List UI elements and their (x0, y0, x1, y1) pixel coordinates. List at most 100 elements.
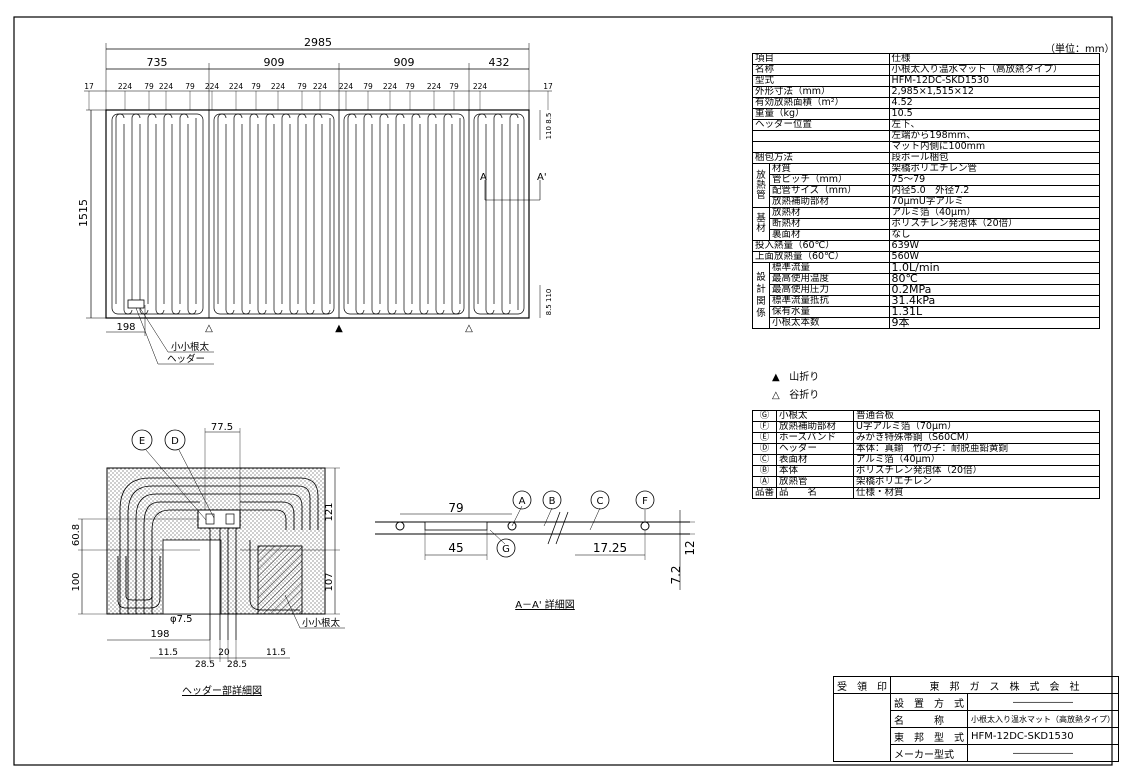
section-label-circle (542, 490, 562, 510)
spec-value: 左下、 (888, 119, 1101, 131)
receipt-cell: 受 領 印 (833, 676, 891, 694)
spec-label: 保有水量 (769, 306, 890, 318)
valley-fold-mark-1: △ (205, 323, 213, 334)
label-d: D (171, 436, 179, 447)
dim-right-top: 110 8.5 (545, 113, 553, 140)
section-label: G (502, 544, 510, 555)
spec-label (752, 130, 890, 142)
spec-label: 標準流量 (769, 262, 890, 274)
dim-28-5-a: 28.5 (195, 660, 215, 670)
pitch-label: 224 (473, 82, 488, 91)
callout-header: ヘッダー (167, 353, 205, 365)
pitch-label: 224 (205, 82, 220, 91)
pitch-label: 224 (118, 82, 133, 91)
spec-label: 放熱材 (769, 207, 890, 219)
part-spec: ポリスチレン発泡体（20倍） (853, 465, 1100, 477)
valley-fold-mark-2: △ (465, 323, 473, 334)
header-detail: E D 77.5 60.8 100 121 107 φ7.5 198 (71, 422, 345, 697)
section-mark-a2: A' (537, 172, 547, 183)
section-mark-a: A (480, 172, 487, 183)
spec-head-value: 仕様 (888, 53, 1101, 65)
spec-group-cat: 放熱管 (752, 163, 770, 208)
pitch-label: 224 (339, 82, 354, 91)
dim-header-pos: 198 (116, 322, 135, 333)
dim-seg-4: 432 (489, 56, 510, 69)
dim-height: 1515 (77, 199, 90, 227)
spec-value: 80℃ (888, 273, 1101, 285)
label-e-circle (131, 429, 153, 451)
dim-seg-1: 735 (147, 56, 168, 69)
name-label: 名 称 (890, 710, 968, 728)
dim-seg-3: 909 (394, 56, 415, 69)
spec-label: 梱包方法 (752, 152, 890, 164)
part-mark: Ⓕ (751, 421, 778, 433)
part-mark: Ⓖ (751, 410, 778, 422)
spec-label: 最高使用圧力 (769, 284, 890, 296)
part-mark: Ⓔ (751, 432, 778, 444)
dim-12: 12 (683, 540, 697, 555)
spec-value: 小根太入り温水マット（高放熱タイプ） (888, 64, 1101, 76)
pitch-label: 224 (427, 82, 442, 91)
spec-label: 重量（kg） (752, 108, 890, 120)
pitch-label: 224 (271, 82, 286, 91)
dim-45: 45 (448, 541, 463, 555)
dim-17-25: 17.25 (593, 541, 627, 555)
part-spec: 架橋ポリエチレン (853, 476, 1100, 488)
part-name: 本体 (776, 465, 855, 477)
section-label: B (549, 496, 556, 507)
spec-label: ヘッダー位置 (752, 119, 890, 131)
title-block: 受 領 印 東 邦 ガ ス 株 式 会 社 設 置 方 式 ―――――― 名 称… (833, 676, 1119, 762)
part-name: 放熱管 (776, 476, 855, 488)
part-mark: Ⓓ (751, 443, 778, 455)
section-label: A (519, 496, 526, 507)
pitch-label: 79 (363, 82, 373, 91)
spec-label: 材質 (769, 163, 890, 175)
spec-label (752, 141, 890, 153)
part-spec: U字アルミ箔（70μm） (853, 421, 1100, 433)
mat-outline (105, 109, 530, 319)
pipe-layout (111, 113, 525, 315)
dim-right-bottom: 8.5 110 (545, 289, 553, 316)
dim-77-5: 77.5 (211, 422, 233, 433)
part-name-head: 品 名 (776, 487, 855, 499)
spec-value: ポリスチレン発泡体（20倍） (888, 218, 1101, 230)
model-value: HFM-12DC-SKD1530 (967, 727, 1119, 745)
spec-label: 裏面材 (769, 229, 890, 241)
name-value: 小根太入り温水マット（高放熱タイプ） (967, 710, 1119, 728)
spec-group-cat: 基材 (752, 207, 770, 241)
spec-label: 名称 (752, 64, 890, 76)
maker-label: メーカー型式 (890, 744, 968, 762)
pitch-label: 79 (251, 82, 261, 91)
spec-value: 75～79 (888, 174, 1101, 186)
spec-value: 内径5.0 外径7.2 (888, 185, 1101, 197)
dim-overall: 2985 (304, 36, 332, 49)
spec-value: 0.2MPa (888, 284, 1101, 296)
part-spec-head: 仕様・材質 (853, 487, 1100, 499)
pitch-label: 17 (84, 82, 94, 91)
dim-7-2: 7.2 (669, 565, 683, 584)
dim-198: 198 (150, 629, 169, 640)
pitch-label: 79 (297, 82, 307, 91)
spec-label: 投入熱量（60℃） (752, 240, 890, 252)
dim-79: 79 (448, 501, 463, 515)
part-spec: 普通合板 (853, 410, 1100, 422)
spec-value: HFM-12DC-SKD1530 (888, 75, 1101, 87)
spec-label: 管ピッチ（mm） (769, 174, 890, 186)
company-cell: 東 邦 ガ ス 株 式 会 社 (890, 676, 1119, 694)
dim-20: 20 (218, 648, 230, 658)
spec-value: 架橋ポリエチレン管 (888, 163, 1101, 175)
model-label: 東 邦 型 式 (890, 727, 968, 745)
spec-value: 4.52 (888, 97, 1101, 109)
callout-konetabuto-2: 小小根太 (302, 617, 341, 629)
spec-value: 1.0L/min (888, 262, 1101, 274)
spec-label: 放熱補助部材 (769, 196, 890, 208)
part-mark: Ⓑ (751, 465, 778, 477)
label-e: E (139, 436, 145, 447)
spec-label: 配管サイズ（mm） (769, 185, 890, 197)
section-label: F (642, 496, 648, 507)
callout-konetabuto: 小小根太 (171, 341, 210, 353)
spec-label: 小根太本数 (769, 317, 890, 329)
konetabuto-hatch (257, 545, 303, 615)
